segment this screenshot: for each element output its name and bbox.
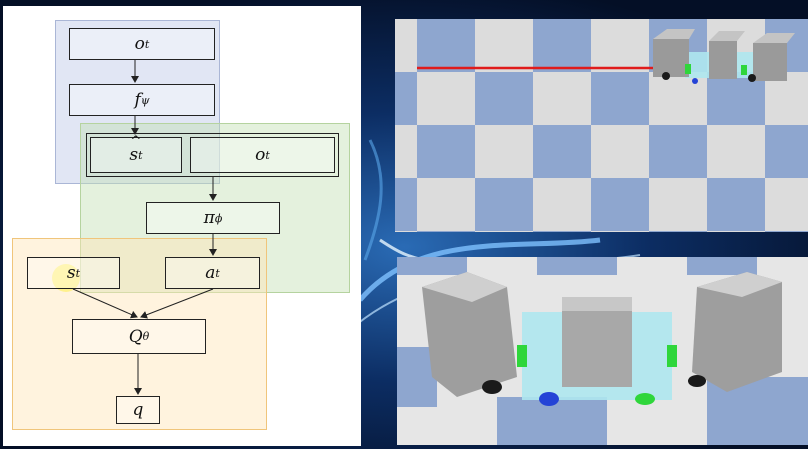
estimated-state-node: st (90, 134, 182, 173)
observation-mid-subscript: t (265, 148, 270, 162)
action-symbol: a (205, 263, 216, 283)
architecture-diagram: ot fψ st ot πϕ st at Qθ q (3, 6, 361, 446)
simulation-close-view (397, 257, 808, 445)
robot-team-small (653, 29, 795, 84)
observation-symbol: o (134, 34, 145, 54)
q-value-symbol: q (132, 400, 144, 420)
estimator-symbol: f (134, 90, 141, 110)
policy-subscript: ϕ (214, 211, 223, 225)
critic-subscript: θ (142, 330, 150, 343)
estimator-subscript: ψ (140, 93, 150, 107)
q-value-node: q (116, 396, 160, 424)
estimated-state-subscript: t (138, 148, 143, 162)
checkerboard-floor (395, 19, 808, 232)
close-up-scene (397, 257, 808, 445)
state-subscript: t (75, 266, 81, 280)
policy-symbol: π (203, 208, 215, 228)
estimated-state-symbol: s (129, 134, 141, 165)
simulation-top-view (395, 19, 808, 232)
action-subscript: t (215, 266, 220, 280)
critic-symbol: Q (128, 326, 143, 347)
policy-region (80, 123, 350, 293)
observation-mid-symbol: o (255, 145, 266, 165)
policy-input-group (86, 133, 339, 177)
robot-team-large (422, 272, 782, 406)
observation-subscript: t (144, 37, 150, 51)
state-highlight (52, 264, 80, 292)
state-symbol: s (66, 263, 76, 283)
